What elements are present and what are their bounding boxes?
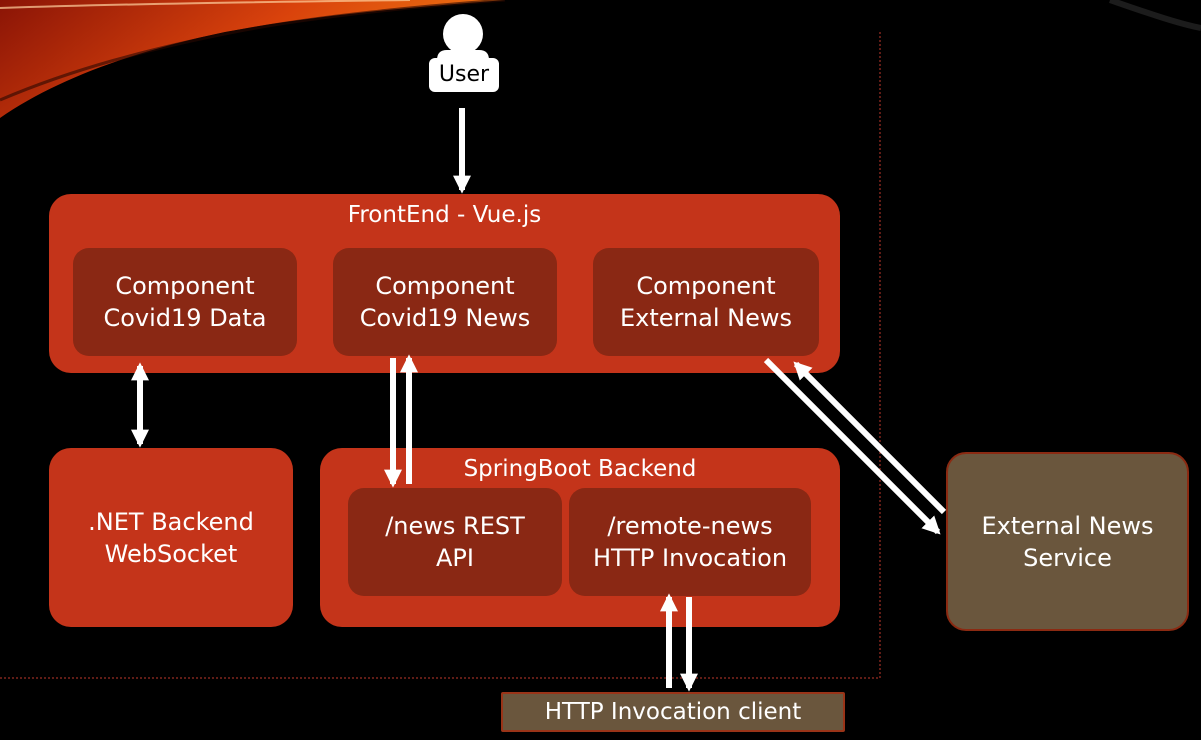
component-covid19-data: Component Covid19 Data bbox=[73, 248, 297, 356]
component-external-news-line-2: External News bbox=[619, 304, 793, 332]
external-news-service-line-2: Service bbox=[1023, 543, 1112, 572]
external-news-service-box: External News Service bbox=[946, 452, 1189, 631]
frontend-title: FrontEnd - Vue.js bbox=[347, 202, 542, 228]
module-news-rest-api-line-2: API bbox=[436, 544, 474, 572]
component-covid19-data-line-2: Covid19 Data bbox=[103, 304, 267, 332]
dotnet-backend-line-2: WebSocket bbox=[104, 539, 238, 568]
decorative-swoosh bbox=[0, 0, 505, 118]
dotnet-backend-line-1: .NET Backend bbox=[88, 507, 254, 536]
external-news-service-line-1: External News bbox=[981, 511, 1154, 540]
module-remote-news: /remote-news HTTP Invocation bbox=[569, 488, 811, 596]
component-covid19-data-line-1: Component bbox=[115, 272, 255, 300]
decorative-swoosh-shadow bbox=[0, 0, 506, 102]
arrow-external-news-response bbox=[793, 361, 947, 515]
decorative-swoosh-highlight bbox=[0, 0, 411, 9]
user-icon-body bbox=[437, 50, 489, 60]
dotnet-backend-box: .NET Backend WebSocket bbox=[49, 448, 293, 627]
module-news-rest-api: /news REST API bbox=[348, 488, 562, 596]
springboot-title: SpringBoot Backend bbox=[463, 456, 697, 482]
component-covid19-news-line-2: Covid19 News bbox=[359, 304, 531, 332]
component-covid19-news-line-1: Component bbox=[375, 272, 515, 300]
http-invocation-client-label: HTTP Invocation client bbox=[544, 698, 802, 725]
module-remote-news-line-1: /remote-news bbox=[607, 512, 773, 540]
http-invocation-client-box: HTTP Invocation client bbox=[501, 692, 845, 732]
decorative-arc bbox=[1109, 0, 1201, 31]
module-remote-news-line-2: HTTP Invocation bbox=[592, 544, 788, 572]
component-external-news: Component External News bbox=[593, 248, 819, 356]
arrow-external-news-request bbox=[763, 357, 941, 535]
user-label: User bbox=[429, 58, 499, 92]
module-news-rest-api-line-1: /news REST bbox=[385, 512, 525, 540]
component-external-news-line-1: Component bbox=[636, 272, 776, 300]
component-covid19-news: Component Covid19 News bbox=[333, 248, 557, 356]
user-icon-head bbox=[443, 14, 483, 54]
